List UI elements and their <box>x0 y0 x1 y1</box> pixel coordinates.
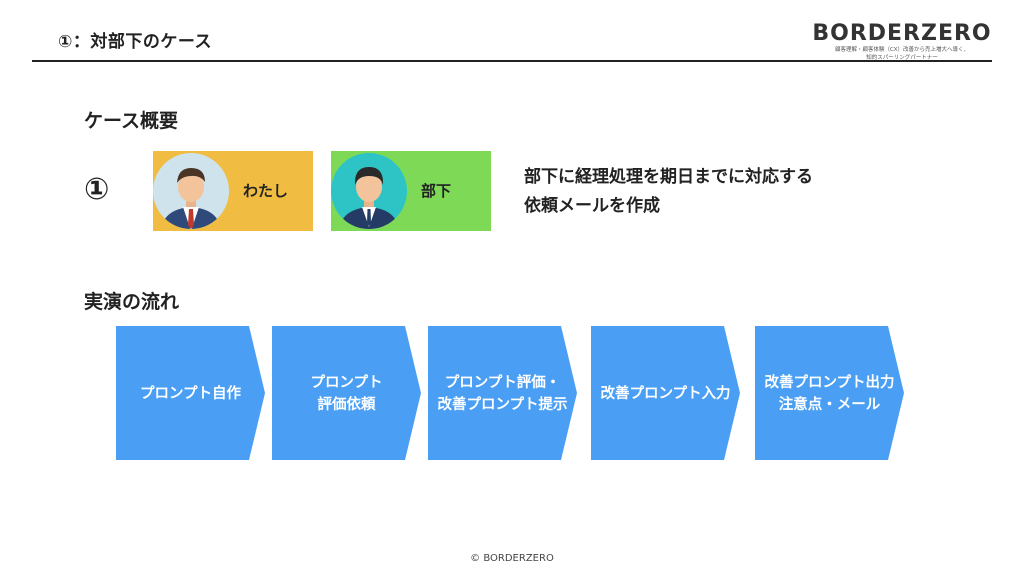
flow-step-label: プロンプト評価・ <box>445 373 561 391</box>
flow-step-label: 改善プロンプト提示 <box>437 395 567 413</box>
me-card: わたし <box>153 151 313 231</box>
case-description: 部下に経理処理を期日までに対応する 依頼メールを作成 <box>524 163 813 221</box>
flow-step-arrow <box>428 326 577 460</box>
flow-step-arrow <box>591 326 740 460</box>
flow-step-label: プロンプト自作 <box>140 384 242 402</box>
flow-step-arrow <box>755 326 904 460</box>
case-overview-title: ケース概要 <box>84 110 179 132</box>
businessman-avatar-icon <box>153 151 233 231</box>
young-man-avatar-icon <box>331 151 411 231</box>
logo-tagline-1: 顧客理解・顧客体験（CX）改善から売上増大へ導く、 <box>834 47 970 53</box>
case-number: ① <box>84 172 110 207</box>
flow-step-arrow <box>116 326 265 460</box>
case-description-line-2: 依頼メールを作成 <box>524 196 660 216</box>
flow-step-3: プロンプト評価・改善プロンプト提示 <box>428 326 577 460</box>
subordinate-card: 部下 <box>331 151 491 231</box>
logo-tagline-2: 知的スパーリングパートナー <box>866 55 938 61</box>
logo-text: BORDERZERO <box>812 21 992 46</box>
flow-step-label: 改善プロンプト出力 <box>764 373 894 391</box>
flow-step-label: 改善プロンプト入力 <box>600 384 730 402</box>
flow-step-label: 評価依頼 <box>318 395 376 413</box>
flow-step-label: プロンプト <box>310 374 382 391</box>
subordinate-label: 部下 <box>421 182 452 200</box>
copyright-footer: © BORDERZERO <box>470 553 554 564</box>
header-divider <box>32 60 992 62</box>
flow-title: 実演の流れ <box>84 291 180 313</box>
borderzero-logo: BORDERZERO 顧客理解・顧客体験（CX）改善から売上増大へ導く、 知的ス… <box>812 22 992 62</box>
me-label: わたし <box>243 182 289 200</box>
slide-title: ①：対部下のケース <box>58 32 213 52</box>
case-description-line-1: 部下に経理処理を期日までに対応する <box>524 167 813 187</box>
flow-step-label: 注意点・メール <box>779 395 881 413</box>
flow-step-4: 改善プロンプト入力 <box>591 326 740 460</box>
flow-step-arrow <box>272 326 421 460</box>
flow-step-1: プロンプト自作 <box>116 326 265 460</box>
